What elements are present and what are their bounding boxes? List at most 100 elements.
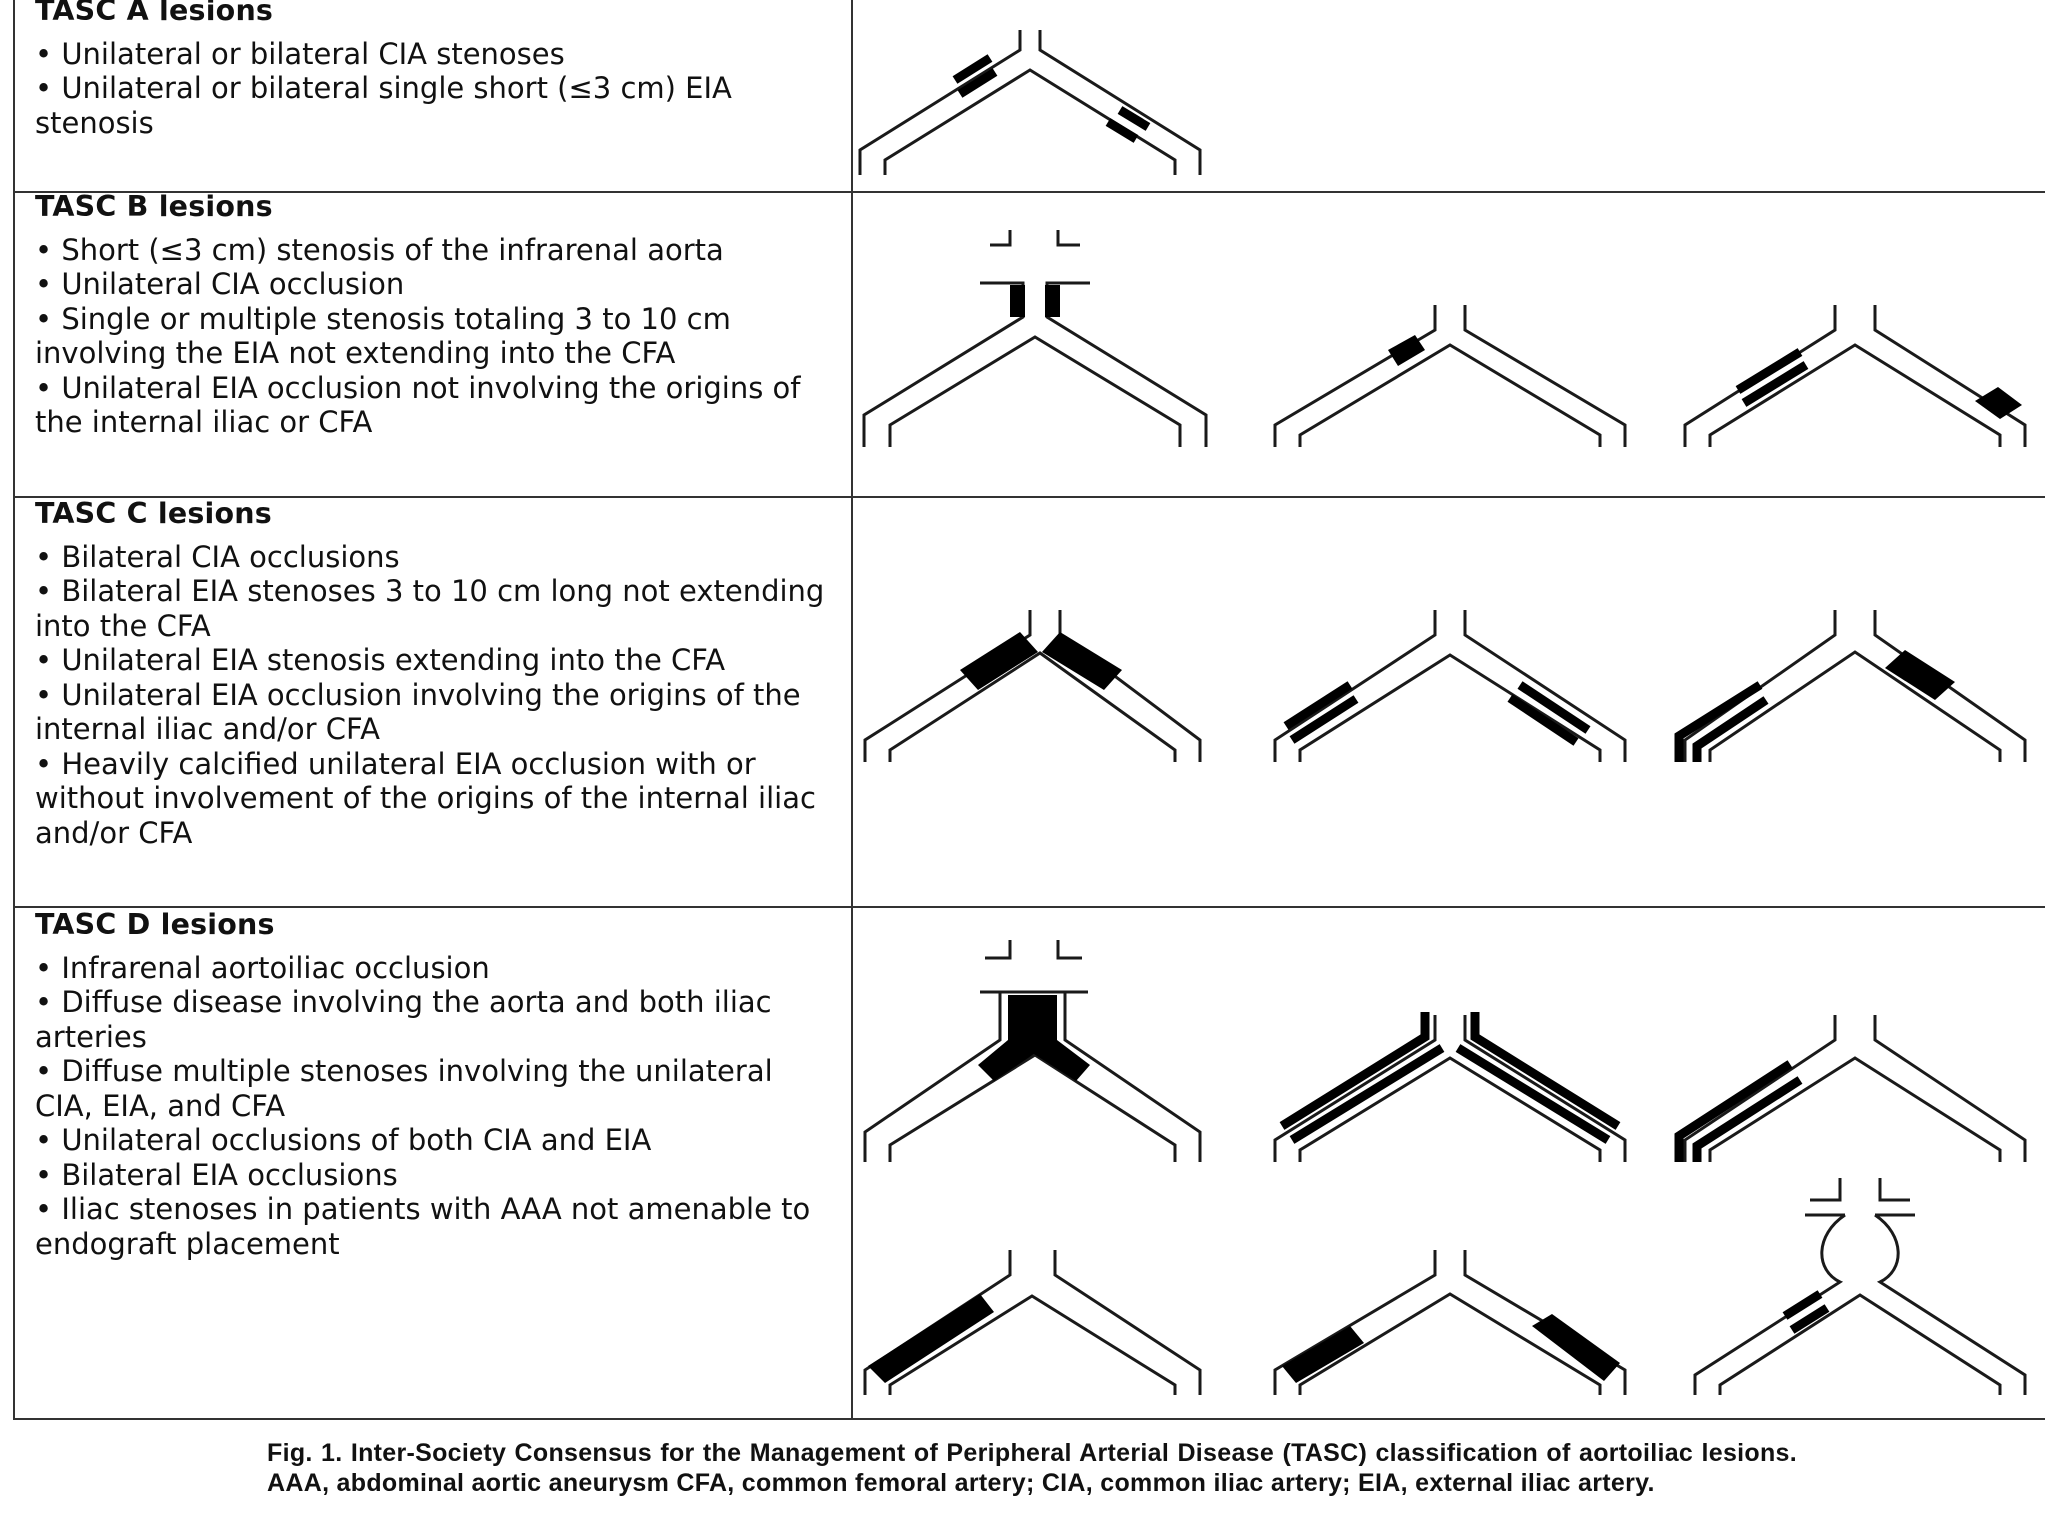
diffuse-stenosis-mark: [1674, 1060, 1793, 1162]
stenosis-mark: [1117, 106, 1151, 131]
occlusion-mark: [1532, 1314, 1620, 1381]
vessel-wall: [1273, 305, 1437, 447]
stenosis-mark: [1674, 681, 1763, 762]
tasc-d-text: TASC D lesions Infrarenal aortoiliac occ…: [35, 908, 835, 1261]
vessel-wall: [1708, 343, 2002, 447]
stenosis-mark: [1105, 118, 1139, 143]
vessel-wall: [1058, 610, 1202, 762]
diffuse-lesion-mark: [1470, 1012, 1621, 1130]
vessel-wall: [1298, 343, 1602, 447]
vessel-wall: [883, 68, 1177, 175]
stenosis-mark: [1741, 361, 1809, 407]
aortoiliac-diagram-b3: [1683, 305, 2027, 447]
stenosis-mark: [1507, 694, 1579, 746]
tasc-classification-table: TASC A lesions Unilateral or bilateral C…: [13, 0, 2045, 1420]
vessel-wall: [990, 230, 1012, 247]
vessel-wall: [1463, 610, 1627, 762]
occlusion-mark: [1975, 387, 2022, 419]
stenosis-mark: [1735, 348, 1803, 394]
row-title: TASC D lesions: [35, 908, 275, 941]
vessel-wall: [858, 30, 1022, 175]
tasc-a-text: TASC A lesions Unilateral or bilateral C…: [35, 0, 835, 140]
bullet-item: Infrarenal aortoiliac occlusion: [35, 951, 835, 986]
vessel-wall: [1718, 1293, 2002, 1395]
row-title: TASC B lesions: [35, 190, 273, 223]
bullet-item: Bilateral CIA occlusions: [35, 540, 835, 575]
occlusion-mark: [868, 1294, 994, 1383]
row-title: TASC C lesions: [35, 497, 272, 530]
stenosis-mark: [1789, 1304, 1830, 1334]
vessel-wall: [1683, 1015, 1837, 1162]
bullet-item: Single or multiple stenosis totaling 3 t…: [35, 302, 835, 371]
bullet-list: Short (≤3 cm) stenosis of the infrarenal…: [35, 233, 835, 440]
row-title: TASC A lesions: [35, 0, 274, 27]
aortic-stenosis-mark: [1010, 285, 1025, 317]
vessel-wall: [888, 1294, 1177, 1395]
row-divider: [15, 496, 2045, 498]
bullet-list: Unilateral or bilateral CIA stenoses Uni…: [35, 37, 835, 141]
bullet-item: Short (≤3 cm) stenosis of the infrarenal…: [35, 233, 835, 268]
occlusion-mark: [1282, 1326, 1364, 1383]
aortoiliac-diagram-d1: [863, 940, 1202, 1162]
diffuse-stenosis-mark: [1692, 1076, 1803, 1162]
aortic-stenosis-mark: [1045, 285, 1060, 317]
vessel-wall: [1298, 1056, 1602, 1162]
bullet-item: Unilateral occlusions of both CIA and EI…: [35, 1123, 835, 1158]
vessel-wall: [1056, 940, 1082, 960]
aortoiliac-diagram-d4: [863, 1250, 1202, 1395]
aortoiliac-diagram-b1: [862, 230, 1208, 447]
stenosis-mark: [1283, 681, 1353, 730]
aortoiliac-diagram-b2: [1273, 305, 1627, 447]
aneurysm-wall: [1693, 1213, 1846, 1395]
aortoiliac-diagram-d2: [1273, 1012, 1627, 1162]
stenosis-mark: [1692, 696, 1769, 762]
diffuse-lesion-mark: [1455, 1044, 1611, 1144]
aortoiliac-diagram-d6: [1693, 1178, 2027, 1395]
stenosis-mark: [1782, 1290, 1823, 1320]
stenosis-mark: [957, 68, 998, 98]
vessel-wall: [888, 651, 1177, 762]
diffuse-lesion-mark: [1279, 1012, 1430, 1130]
vessel-wall: [1063, 992, 1202, 1162]
bullet-item: Unilateral or bilateral CIA stenoses: [35, 37, 835, 72]
vessel-wall: [1298, 653, 1602, 762]
stenosis-mark: [1289, 695, 1359, 744]
vessel-wall: [1873, 1015, 2027, 1162]
bullet-list: Infrarenal aortoiliac occlusion Diffuse …: [35, 951, 835, 1262]
vessel-wall: [1298, 1292, 1602, 1395]
bullet-item: Unilateral EIA occlusion not involving t…: [35, 371, 835, 440]
vessel-wall: [888, 335, 1182, 447]
occlusion-mark: [1042, 632, 1122, 690]
vessel-wall: [1708, 650, 2002, 762]
vessel-wall: [1463, 305, 1627, 447]
vessel-wall: [1273, 610, 1437, 762]
vessel-wall: [985, 940, 1012, 960]
vessel-wall: [863, 992, 1002, 1162]
vessel-wall: [1873, 305, 2027, 447]
aortoiliac-diagram-c3: [1674, 610, 2027, 762]
vessel-wall: [888, 1053, 1177, 1162]
bullet-list: Bilateral CIA occlusions Bilateral EIA s…: [35, 540, 835, 851]
vessel-wall: [1045, 281, 1208, 447]
aortoiliac-occlusion-mark: [978, 995, 1090, 1081]
diffuse-lesion-mark: [1289, 1044, 1445, 1144]
bullet-item: Unilateral CIA occlusion: [35, 267, 835, 302]
occlusion-mark: [1388, 335, 1425, 366]
aortoiliac-diagram-c1: [863, 610, 1202, 762]
figure-caption: Fig. 1. Inter-Society Consensus for the …: [267, 1439, 1797, 1497]
vessel-wall: [1273, 1250, 1437, 1395]
vessel-wall: [1873, 610, 2027, 762]
stenosis-mark: [1517, 681, 1591, 734]
aortoiliac-diagram-d3: [1674, 1015, 2027, 1162]
occlusion-mark: [960, 632, 1038, 690]
bullet-item: Diffuse disease involving the aorta and …: [35, 985, 835, 1054]
vessel-wall: [1708, 1056, 2002, 1162]
aortoiliac-diagram-c2: [1273, 610, 1627, 762]
occlusion-mark: [1885, 650, 1955, 700]
stenosis-mark: [952, 54, 993, 84]
bullet-item: Unilateral or bilateral single short (≤3…: [35, 71, 835, 140]
bullet-item: Heavily calcified unilateral EIA occlusi…: [35, 747, 835, 851]
row-divider: [15, 191, 2045, 193]
vessel-wall: [1038, 30, 1202, 175]
tasc-c-text: TASC C lesions Bilateral CIA occlusions …: [35, 497, 835, 850]
